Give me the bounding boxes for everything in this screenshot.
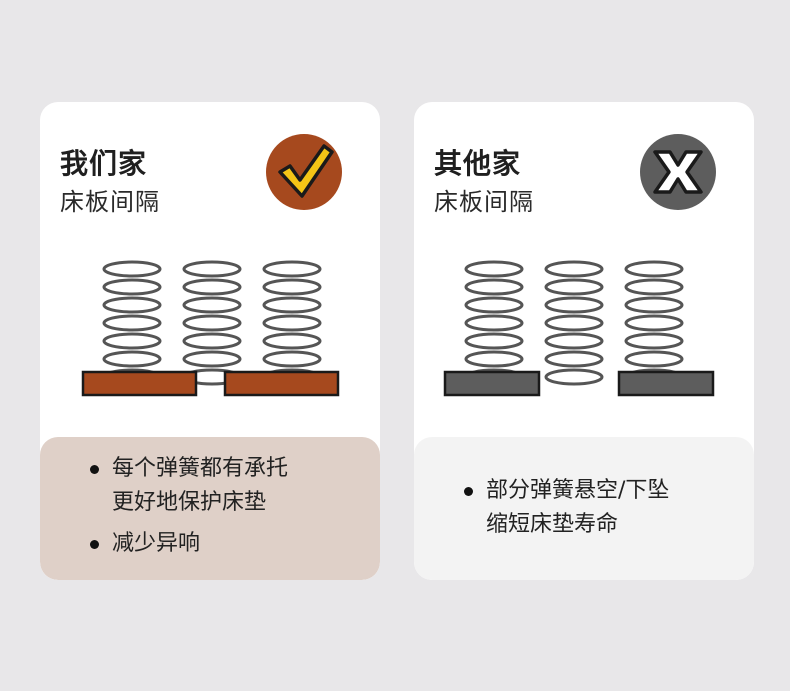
card-subtitle: 床板间隔 xyxy=(434,188,534,216)
bed-slat xyxy=(617,370,715,397)
feature-bullet: 减少异响 xyxy=(90,527,200,561)
spring xyxy=(262,260,322,386)
spring xyxy=(544,260,604,386)
comparison-card-others: 其他家 床板间隔 xyxy=(414,102,754,580)
feature-panel: 每个弹簧都有承托 更好地保护床垫 减少异响 xyxy=(40,437,380,580)
card-subtitle: 床板间隔 xyxy=(60,188,160,216)
spring xyxy=(624,260,684,386)
spring-illustration xyxy=(81,260,340,397)
spring xyxy=(102,260,162,386)
bullet-dot-icon xyxy=(90,540,99,549)
spring xyxy=(464,260,524,386)
bed-slat xyxy=(223,370,340,397)
card-title: 我们家 xyxy=(60,147,148,180)
bullet-dot-icon xyxy=(464,487,473,496)
comparison-card-ours: 我们家 床板间隔 xyxy=(40,102,380,580)
feature-bullet: 每个弹簧都有承托 更好地保护床垫 xyxy=(90,452,288,520)
check-icon xyxy=(266,134,342,210)
card-title: 其他家 xyxy=(434,147,522,180)
feature-panel: 部分弹簧悬空/下坠 缩短床垫寿命 xyxy=(414,437,754,580)
spring-illustration xyxy=(443,260,715,397)
bullet-dot-icon xyxy=(90,465,99,474)
bed-slat xyxy=(81,370,198,397)
bed-slat xyxy=(443,370,541,397)
spring xyxy=(182,260,242,386)
feature-bullet: 部分弹簧悬空/下坠 缩短床垫寿命 xyxy=(464,474,669,542)
x-icon xyxy=(640,134,716,210)
